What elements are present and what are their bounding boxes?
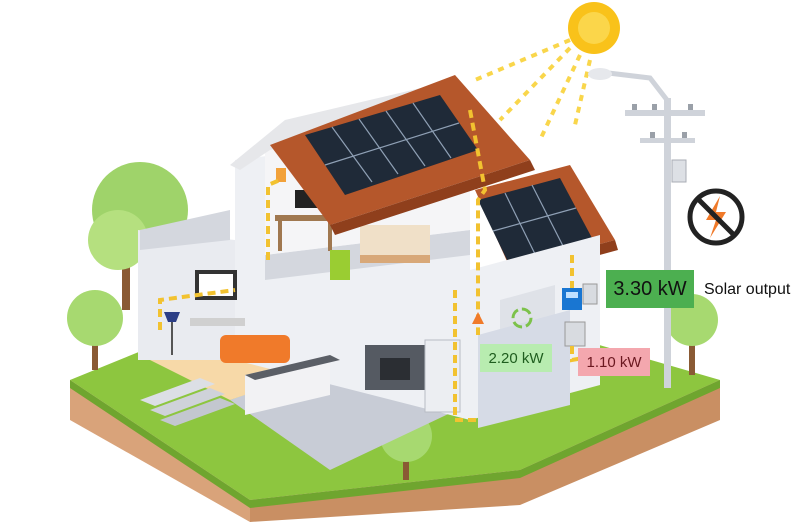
kitchen: [245, 339, 461, 415]
solar-output-value: 3.30 kW: [606, 270, 694, 308]
street-light-icon: [588, 68, 705, 388]
home-load-value: 2.20 kW: [480, 344, 552, 372]
sun-icon: [568, 2, 620, 54]
battery-icon: [564, 283, 598, 347]
entry-stairs: [140, 378, 235, 426]
no-power-icon: [687, 188, 745, 246]
solar-panel-icon: [478, 178, 592, 262]
flow-arrow-icon: [472, 312, 484, 324]
recycle-icon: [511, 307, 533, 329]
sun-rays: [474, 38, 592, 141]
solar-panel-icon: [305, 95, 478, 195]
wiring: [158, 109, 601, 422]
solar-output-label: Solar output: [704, 281, 791, 298]
tree-icon: [67, 290, 123, 370]
inverter-icon: [562, 288, 582, 310]
grid-export-value: 1.10 kW: [578, 348, 650, 376]
